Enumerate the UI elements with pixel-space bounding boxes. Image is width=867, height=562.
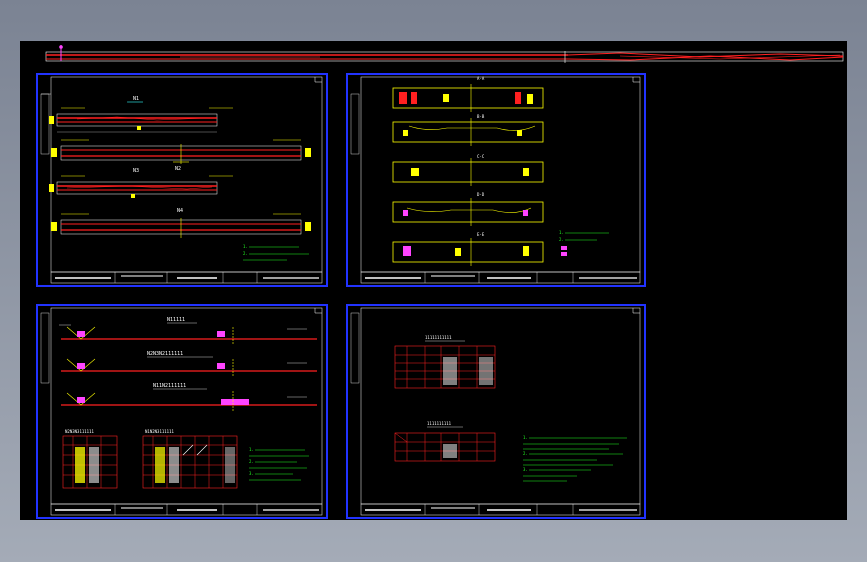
beam-n3[interactable]: N3 [49, 168, 233, 198]
section-a-a[interactable]: A-A [392, 76, 544, 112]
svg-text:C-C: C-C [477, 154, 485, 159]
svg-text:1.: 1. [559, 230, 564, 235]
svg-text:1.: 1. [523, 435, 528, 440]
svg-text:2.: 2. [559, 237, 564, 242]
svg-text:N11111: N11111 [167, 317, 185, 323]
svg-text:3.: 3. [523, 467, 528, 472]
svg-text:N1N2N3111111: N1N2N3111111 [145, 429, 174, 434]
table-right[interactable]: N1N2N3111111 [142, 429, 238, 489]
svg-text:N11N2111111: N11N2111111 [153, 383, 186, 389]
section-c-c[interactable]: C-C [392, 154, 544, 186]
title-block-bl[interactable] [50, 503, 323, 516]
title-block-tl[interactable] [50, 271, 323, 284]
beam-n2[interactable]: N2 [51, 139, 311, 172]
beam-n1[interactable]: N1 [49, 96, 233, 133]
label-n1: N1 [133, 96, 139, 102]
long-beam-elevation[interactable] [45, 45, 844, 63]
section-e-e[interactable]: E-E [392, 232, 544, 266]
svg-text:A-A: A-A [477, 76, 485, 81]
sheet-tl-notes: 1. 2. [243, 244, 309, 261]
svg-text:B-B: B-B [477, 114, 485, 119]
title-block-br[interactable] [360, 503, 641, 516]
svg-text:2.: 2. [249, 459, 254, 464]
label-n3: N3 [133, 168, 139, 174]
rebar-row-1[interactable]: N11111 [59, 317, 317, 345]
sheet-tr-notes: 1. 2. [559, 230, 609, 256]
svg-text:D-D: D-D [477, 192, 485, 197]
sheet-top-left[interactable]: N1 N2 [36, 73, 328, 287]
beam-n4[interactable]: N4 [51, 208, 311, 238]
svg-text:1.: 1. [243, 244, 248, 249]
section-d-d[interactable]: D-D [392, 192, 544, 226]
svg-text:2.: 2. [523, 451, 528, 456]
label-n2: N2 [175, 166, 181, 172]
drawing-svg[interactable]: N1 N2 [20, 41, 847, 520]
rebar-row-3[interactable]: N11N2111111 [61, 383, 317, 411]
svg-text:E-E: E-E [477, 232, 485, 237]
svg-text:1.: 1. [249, 447, 254, 452]
quantity-table-2[interactable]: 1111111111 [394, 421, 496, 462]
model-space-canvas[interactable]: N1 N2 [20, 41, 847, 520]
sheet-bottom-left[interactable]: N11111 N2N3N2111111 [36, 304, 328, 519]
sheet-bottom-right[interactable]: 11111111111 1111111111 [346, 304, 646, 519]
svg-text:N2N3N3111111: N2N3N3111111 [65, 429, 94, 434]
sheet-bl-notes: 1. 2. 3. [249, 447, 309, 481]
sheet-br-notes: 1. 2. 3. [523, 435, 627, 482]
svg-text:1111111111: 1111111111 [427, 421, 452, 426]
section-b-b[interactable]: B-B [392, 114, 544, 146]
sheet-top-right[interactable]: A-A B-B C-C [346, 73, 646, 287]
svg-text:11111111111: 11111111111 [425, 335, 452, 340]
label-n4: N4 [177, 208, 183, 214]
svg-text:N2N3N2111111: N2N3N2111111 [147, 351, 183, 357]
rebar-row-2[interactable]: N2N3N2111111 [61, 351, 317, 377]
title-block-tr[interactable] [360, 271, 641, 284]
svg-text:2.: 2. [243, 251, 248, 256]
svg-text:3.: 3. [249, 471, 254, 476]
table-left[interactable]: N2N3N3111111 [62, 429, 118, 489]
quantity-table-1[interactable]: 11111111111 [394, 335, 496, 389]
